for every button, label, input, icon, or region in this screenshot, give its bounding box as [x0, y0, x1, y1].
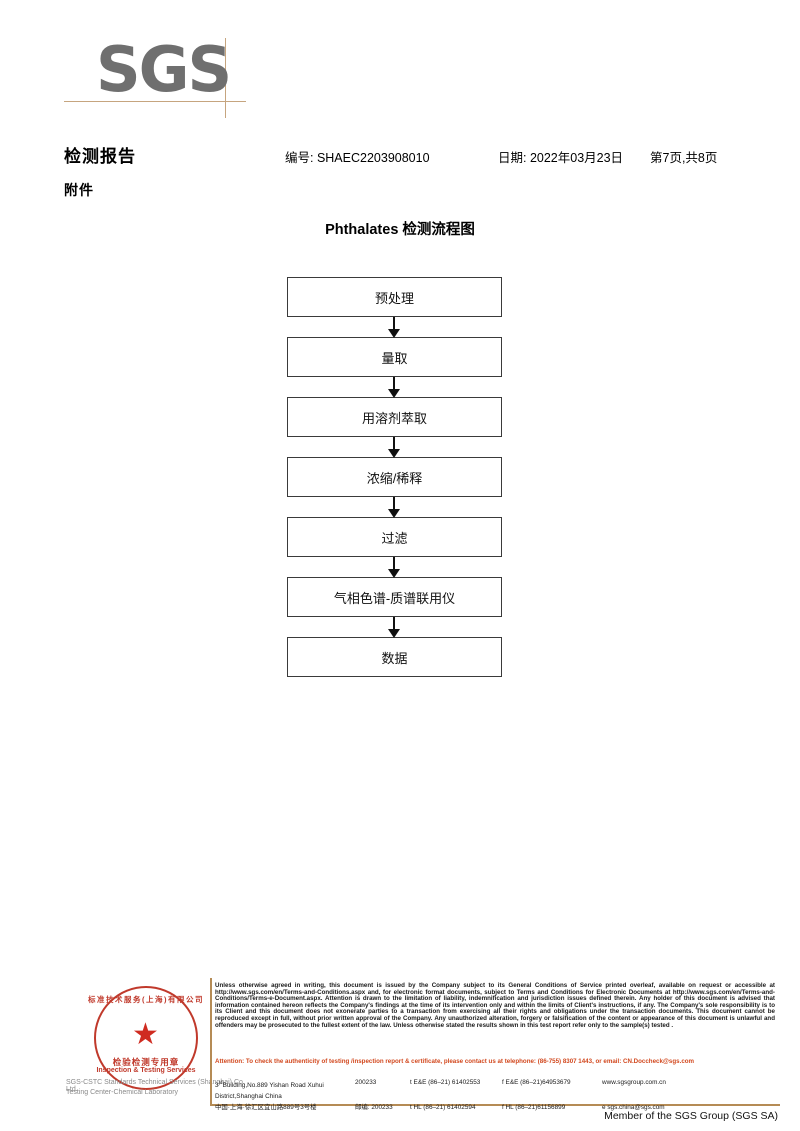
- page-subtitle: 附件: [64, 182, 94, 198]
- address-chinese: 中国·上海·徐汇区宜山路889号3号楼: [215, 1104, 317, 1112]
- flow-arrow-down-icon: [287, 437, 502, 458]
- lab-entity-line2: Testing Center-Chemical Laboratory: [66, 1089, 179, 1096]
- legal-disclaimer: Unless otherwise agreed in writing, this…: [215, 982, 775, 1029]
- member-statement: Member of the SGS Group (SGS SA): [604, 1110, 778, 1122]
- flowchart: 预处理 量取 用溶剂萃取 浓缩/稀释 过滤 气相色谱-质谱联用仪 数据: [287, 277, 502, 677]
- logo-horizontal-rule: [64, 101, 246, 102]
- seal-chinese-text: 检验检测专用章: [112, 1057, 180, 1067]
- zip-chinese: 邮编: 200233: [355, 1104, 393, 1112]
- flow-arrow-down-icon: [287, 497, 502, 518]
- fax-ee-line: f E&E (86–21)64953679: [502, 1079, 571, 1086]
- flow-arrow-down-icon: [287, 377, 502, 398]
- contact-block: 3rdBuilding,No.889 Yishan Road Xuhui Dis…: [215, 1077, 780, 1113]
- address-english: 3rdBuilding,No.889 Yishan Road Xuhui Dis…: [215, 1077, 355, 1102]
- website-link[interactable]: www.sgsgroup.com.cn: [602, 1079, 666, 1086]
- contact-row-en: 3rdBuilding,No.889 Yishan Road Xuhui Dis…: [215, 1077, 780, 1102]
- flow-arrow-down-icon: [287, 557, 502, 578]
- contact-row-cn: 中国·上海·徐汇区宜山路889号3号楼 邮编: 200233 t HL (86–…: [215, 1102, 780, 1113]
- footer-horizontal-divider: [210, 1104, 780, 1106]
- sgs-logo: SGS: [64, 34, 246, 118]
- address-ordinal: rd: [218, 1080, 223, 1085]
- seal-english-text: Inspection & Testing Services: [96, 1067, 196, 1074]
- flow-arrow-down-icon: [287, 317, 502, 338]
- flow-step-box: 数据: [287, 637, 502, 677]
- logo-vertical-rule: [225, 38, 226, 118]
- tel-hl-line: t HL (86–21) 61402594: [410, 1104, 476, 1112]
- address-english-text: Building,No.889 Yishan Road Xuhui Distri…: [215, 1082, 324, 1101]
- lab-entity-line1: SGS-CSTC Standards Technical Services (S…: [66, 1079, 245, 1093]
- zip-english: 200233: [355, 1079, 377, 1086]
- star-icon: ★: [132, 1018, 159, 1051]
- flow-step-box: 气相色谱-质谱联用仪: [287, 577, 502, 617]
- report-number: 编号: SHAEC2203908010: [285, 151, 430, 165]
- tel-ee-line: t E&E (86–21) 61402553: [410, 1079, 481, 1086]
- flow-step-box: 过滤: [287, 517, 502, 557]
- attention-notice: Attention: To check the authenticity of …: [215, 1058, 695, 1065]
- company-seal: 标准技术服务(上海)有限公司 ★ 检验检测专用章 Inspection & Te…: [66, 982, 245, 1100]
- report-date: 日期: 2022年03月23日: [498, 151, 624, 165]
- fax-hl-line: f HL (86–21)61156899: [502, 1104, 566, 1112]
- flow-step-box: 用溶剂萃取: [287, 397, 502, 437]
- page-counter: 第7页,共8页: [650, 151, 718, 165]
- flow-step-box: 预处理: [287, 277, 502, 317]
- seal-arc-text: 标准技术服务(上海)有限公司: [88, 995, 204, 1004]
- logo-wordmark: SGS: [96, 33, 232, 106]
- page-title: 检测报告: [64, 147, 136, 166]
- address-prefix: 3: [215, 1082, 219, 1090]
- footer-vertical-divider: [210, 978, 212, 1106]
- flowchart-title: Phthalates 检测流程图: [325, 222, 475, 238]
- flow-step-box: 浓缩/稀释: [287, 457, 502, 497]
- flow-step-box: 量取: [287, 337, 502, 377]
- email-link[interactable]: e sgs.china@sgs.com: [602, 1104, 665, 1112]
- seal-circle: [94, 986, 198, 1090]
- flow-arrow-down-icon: [287, 617, 502, 638]
